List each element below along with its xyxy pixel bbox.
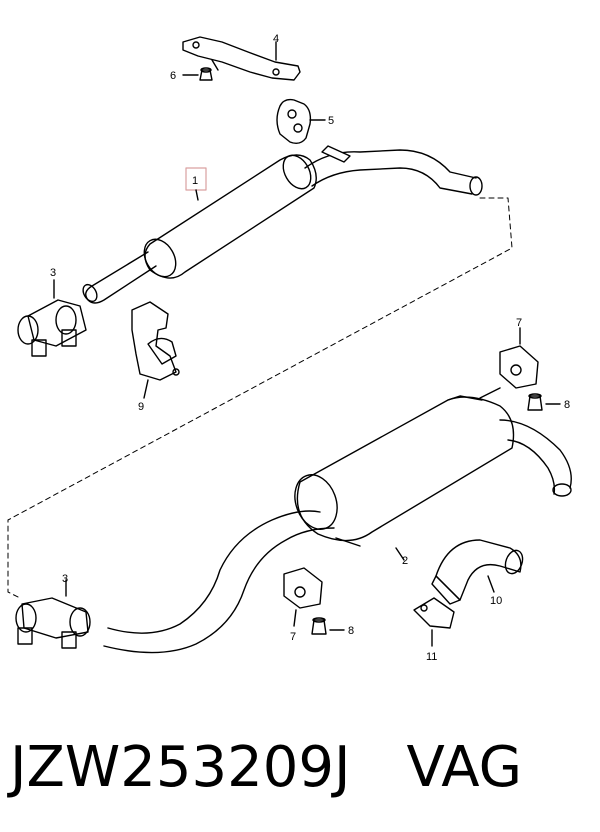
part-number: JZW253209J — [10, 735, 351, 800]
pipe-bend-part-10 — [431, 539, 524, 605]
callout-10: 10 — [490, 595, 502, 607]
callout-3-lower: 3 — [62, 573, 68, 585]
callout-7-lower: 7 — [290, 631, 296, 643]
mount-part-7-upper — [479, 327, 539, 399]
clamp-part-3-lower — [15, 579, 91, 649]
intermediate-pipe — [103, 510, 361, 654]
callout-1: 1 — [192, 175, 198, 187]
callout-3-upper: 3 — [50, 267, 56, 279]
mount-part-7-lower — [283, 567, 323, 627]
assembly-connector-lines — [7, 197, 513, 599]
callout-8-upper: 8 — [564, 399, 570, 411]
heat-shield-part-9 — [131, 301, 180, 399]
clamp-part-3-upper — [17, 279, 87, 357]
callout-8-lower: 8 — [348, 625, 354, 637]
front-muffler-part-1 — [82, 145, 483, 304]
callout-7-upper: 7 — [516, 317, 522, 329]
hanger-part-5 — [276, 98, 326, 145]
bracket-part-4 — [182, 36, 301, 81]
callout-4: 4 — [273, 33, 279, 45]
brand-name: VAG — [406, 735, 522, 800]
callout-6: 6 — [170, 70, 176, 82]
callout-5: 5 — [328, 115, 334, 127]
part-caption: JZW253209J VAG — [10, 728, 590, 808]
bolt-part-8-upper — [527, 393, 561, 411]
callout-9: 9 — [138, 401, 144, 413]
rear-muffler-part-2 — [294, 395, 572, 561]
clip-part-11 — [413, 597, 455, 647]
callout-2: 2 — [402, 555, 408, 567]
bolt-part-8-lower — [311, 617, 345, 635]
callout-11: 11 — [426, 651, 437, 663]
bolt-part-6 — [182, 67, 213, 81]
